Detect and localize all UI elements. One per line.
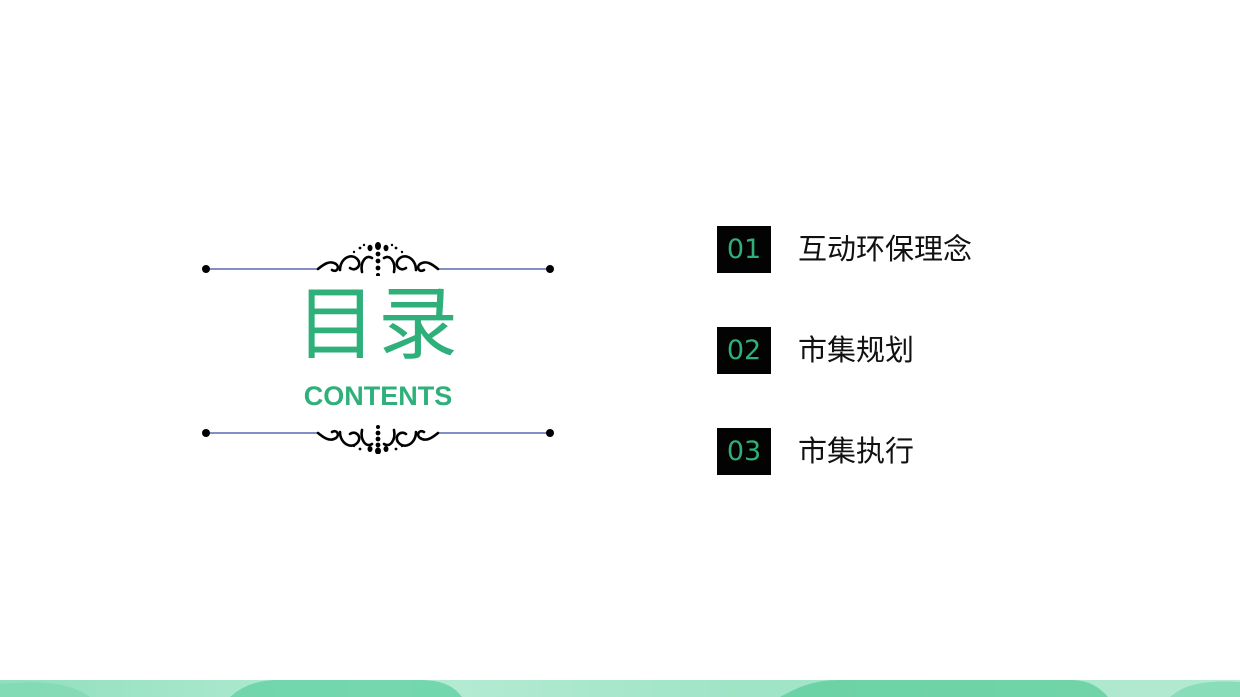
ornamental-divider-bottom (202, 425, 554, 454)
item-label: 市集规划 (798, 333, 915, 367)
list-item[interactable]: 02 市集规划 (717, 327, 1137, 374)
title-block: 目录 CONTENTS (200, 236, 556, 466)
item-number-badge: 01 (717, 226, 771, 273)
decorative-wave-band (0, 680, 1240, 697)
item-number-badge: 02 (717, 327, 771, 374)
page-subtitle: CONTENTS (303, 381, 453, 411)
page-title: 目录 (296, 278, 460, 371)
contents-list: 01 互动环保理念 02 市集规划 03 市集执行 (717, 226, 1137, 529)
item-number-badge: 03 (717, 428, 771, 475)
ornamental-divider-top (202, 242, 554, 276)
list-item[interactable]: 03 市集执行 (717, 428, 1137, 475)
list-item[interactable]: 01 互动环保理念 (717, 226, 1137, 273)
item-label: 市集执行 (798, 434, 915, 468)
item-label: 互动环保理念 (798, 232, 973, 266)
